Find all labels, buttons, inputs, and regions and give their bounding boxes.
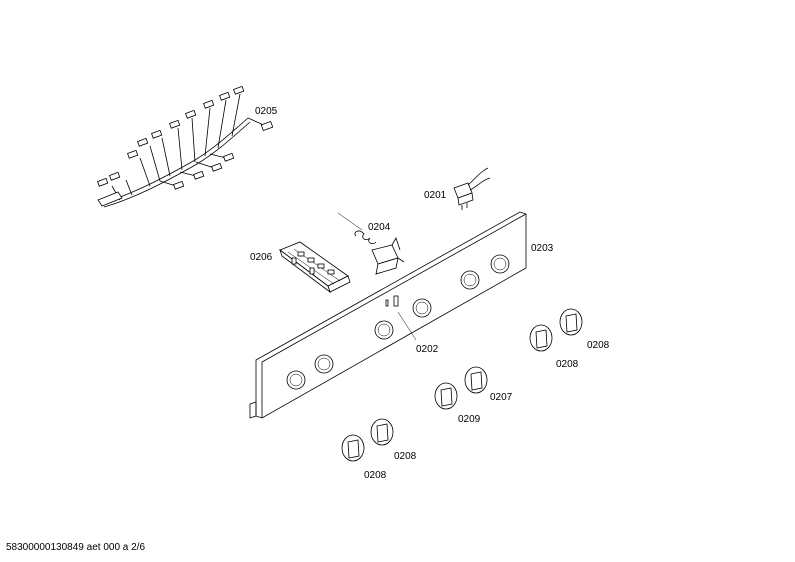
leader-lines xyxy=(397,311,417,341)
label-0208-right-lower: 0208 xyxy=(556,359,579,370)
label-0201: 0201 xyxy=(424,190,447,201)
label-0208-right-upper: 0208 xyxy=(587,340,610,351)
label-0207: 0207 xyxy=(490,392,513,403)
label-0208-left-lower: 0208 xyxy=(364,470,387,481)
label-0203: 0203 xyxy=(531,243,554,254)
knob-set-left xyxy=(341,418,394,462)
label-0204: 0204 xyxy=(368,222,391,233)
thermostat xyxy=(337,212,405,275)
knob-set-middle xyxy=(434,366,488,410)
control-module xyxy=(279,241,351,294)
knob-set-right xyxy=(529,308,583,352)
label-0202: 0202 xyxy=(416,344,439,355)
label-0205: 0205 xyxy=(255,106,278,117)
document-footer-code: 58300000130849 aet 000 a 2/6 xyxy=(6,542,146,553)
label-0206: 0206 xyxy=(250,252,273,263)
switch-component xyxy=(453,167,491,210)
control-panel xyxy=(249,211,527,419)
wiring-harness xyxy=(97,85,274,208)
label-0208-left-upper: 0208 xyxy=(394,451,417,462)
label-0209: 0209 xyxy=(458,414,481,425)
